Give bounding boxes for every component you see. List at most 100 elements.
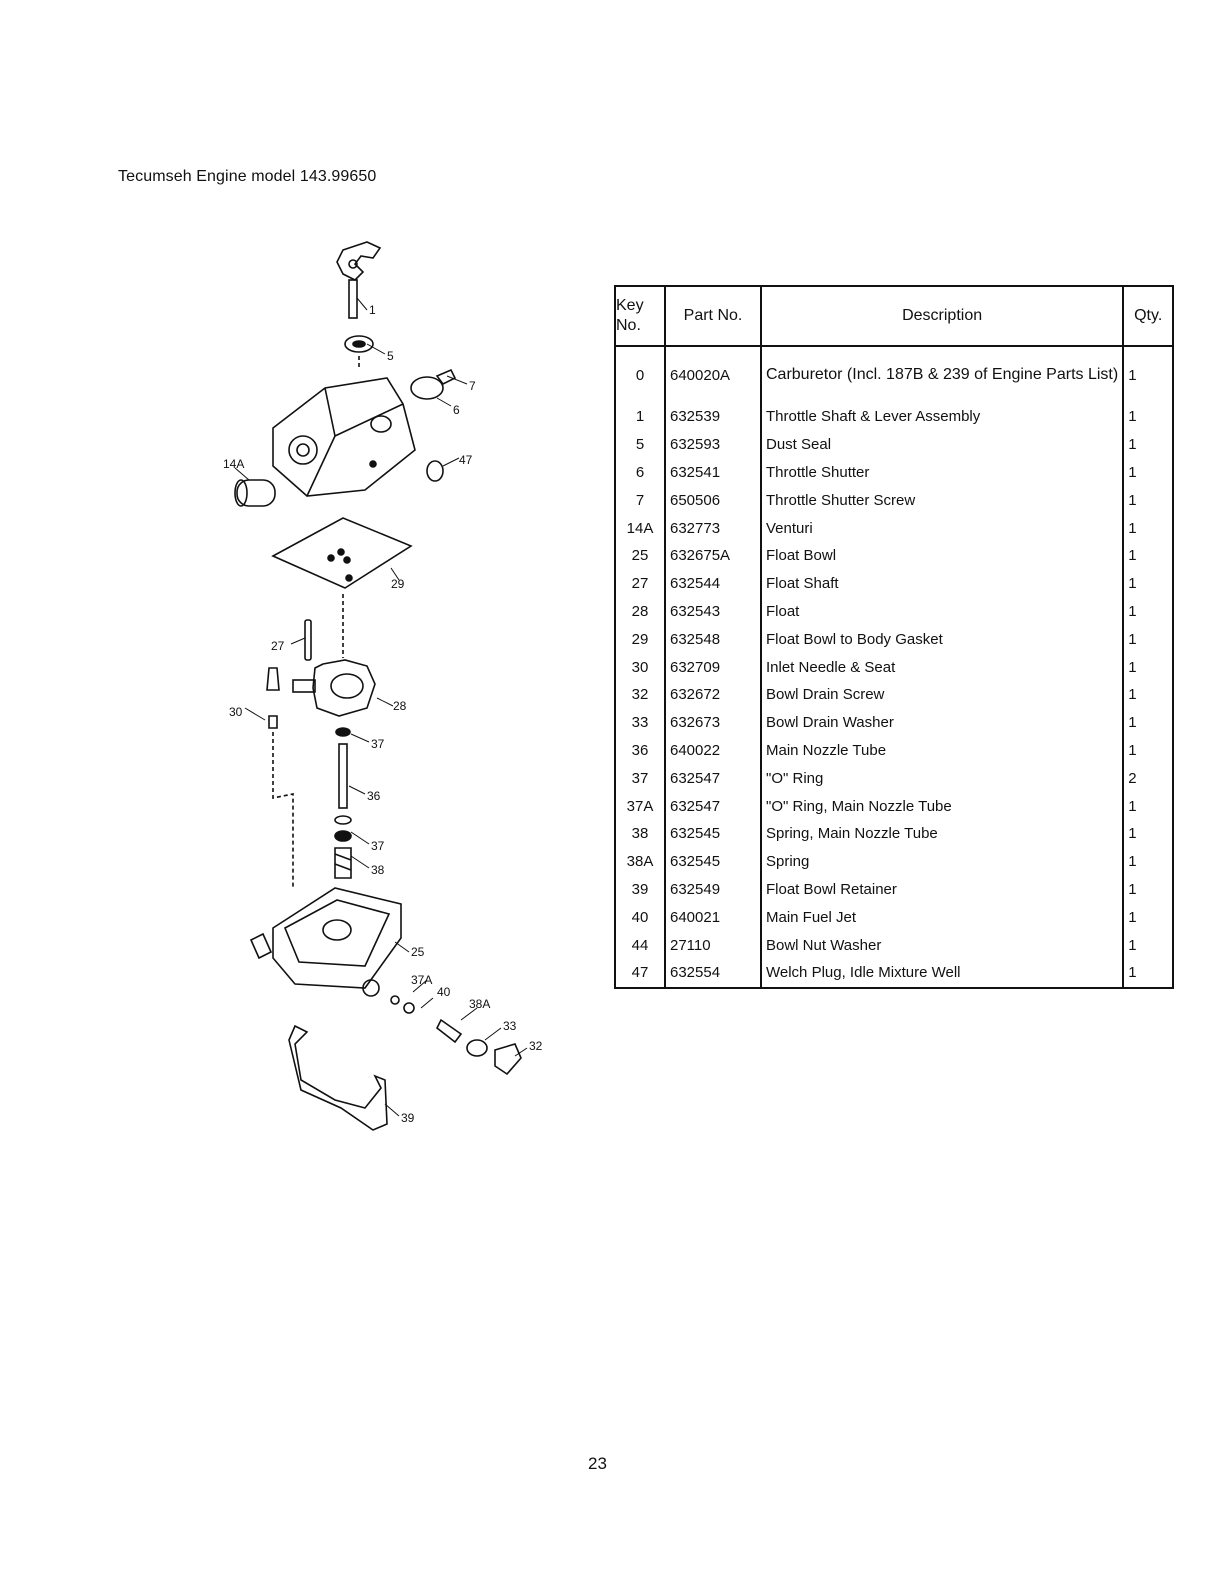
cell-qty: 1 — [1122, 847, 1175, 876]
table-row: 28 632543 Float 1 — [614, 597, 1175, 626]
float-bowl-retainer-part — [288, 1024, 388, 1131]
callout-5: 5 — [387, 349, 394, 363]
cell-key: 0 — [614, 346, 666, 403]
callout-27: 27 — [271, 639, 285, 653]
cell-qty: 1 — [1122, 958, 1175, 989]
parts-list-table: Key No. Part No. Description Qty. 0 6400… — [614, 285, 1175, 989]
cell-description: Bowl Drain Screw — [759, 680, 1125, 709]
drain-parts — [390, 995, 522, 1076]
cell-part: 632547 — [664, 764, 762, 793]
cell-key: 37A — [614, 792, 666, 820]
cell-description: Venturi — [759, 514, 1125, 542]
cell-qty: 1 — [1122, 430, 1175, 459]
cell-qty: 1 — [1122, 346, 1175, 403]
cell-description: Float Shaft — [759, 569, 1125, 598]
callout-1: 1 — [369, 303, 376, 317]
gasket-part — [271, 517, 413, 589]
cell-key: 7 — [614, 486, 666, 515]
cell-part: 27110 — [664, 931, 762, 959]
callout-36: 36 — [367, 789, 381, 803]
table-header-row: Key No. Part No. Description Qty. — [614, 285, 1175, 347]
cell-description: Main Fuel Jet — [759, 903, 1125, 932]
callout-6: 6 — [453, 403, 460, 417]
cell-description: Float — [759, 597, 1125, 626]
cell-description: Bowl Nut Washer — [759, 931, 1125, 959]
callout-37-lower: 37 — [371, 839, 385, 853]
cell-part: 632543 — [664, 597, 762, 626]
cell-qty: 1 — [1122, 597, 1175, 626]
cell-qty: 1 — [1122, 680, 1175, 709]
table-row: 38A 632545 Spring 1 — [614, 847, 1175, 876]
cell-key: 28 — [614, 597, 666, 626]
carburetor-body-part — [272, 377, 416, 497]
inlet-needle-part — [266, 667, 294, 888]
cell-qty: 1 — [1122, 708, 1175, 737]
cell-description: Welch Plug, Idle Mixture Well — [759, 958, 1125, 989]
cell-part: 632541 — [664, 458, 762, 487]
header-description: Description — [759, 285, 1125, 347]
cell-description: Float Bowl to Body Gasket — [759, 625, 1125, 654]
callout-37a: 37A — [411, 973, 432, 987]
cell-qty: 1 — [1122, 541, 1175, 570]
cell-part: 632773 — [664, 514, 762, 542]
table-row: 33 632673 Bowl Drain Washer 1 — [614, 708, 1175, 737]
table-row: 47 632554 Welch Plug, Idle Mixture Well … — [614, 958, 1175, 989]
cell-description: Throttle Shutter — [759, 458, 1125, 487]
cell-key: 14A — [614, 514, 666, 542]
cell-description: Float Bowl Retainer — [759, 875, 1125, 904]
main-nozzle-parts — [334, 727, 352, 879]
header-key-no: Key No. — [614, 285, 666, 347]
callout-30: 30 — [229, 705, 243, 719]
table-row: 0 640020A Carburetor (Incl. 187B & 239 o… — [614, 346, 1175, 403]
callout-38a: 38A — [469, 997, 490, 1011]
cell-qty: 1 — [1122, 569, 1175, 598]
cell-key: 5 — [614, 430, 666, 459]
cell-part: 640021 — [664, 903, 762, 932]
cell-key: 36 — [614, 736, 666, 765]
cell-description: Dust Seal — [759, 430, 1125, 459]
table-row: 5 632593 Dust Seal 1 — [614, 430, 1175, 459]
callout-33: 33 — [503, 1019, 517, 1033]
cell-qty: 1 — [1122, 403, 1175, 431]
float-part — [292, 659, 376, 717]
table-row: 27 632544 Float Shaft 1 — [614, 569, 1175, 598]
table-row: 36 640022 Main Nozzle Tube 1 — [614, 736, 1175, 765]
cell-part: 640022 — [664, 736, 762, 765]
callout-28: 28 — [393, 699, 407, 713]
cell-key: 29 — [614, 625, 666, 654]
callout-7: 7 — [469, 379, 476, 393]
cell-part: 632672 — [664, 680, 762, 709]
cell-part: 632709 — [664, 653, 762, 681]
cell-qty: 1 — [1122, 875, 1175, 904]
page-heading: Tecumseh Engine model 143.99650 — [118, 168, 377, 185]
cell-qty: 1 — [1122, 931, 1175, 959]
cell-description: Throttle Shaft & Lever Assembly — [759, 403, 1125, 431]
dust-seal-part — [344, 335, 374, 353]
cell-key: 37 — [614, 764, 666, 793]
cell-key: 38 — [614, 819, 666, 848]
table-row: 40 640021 Main Fuel Jet 1 — [614, 903, 1175, 932]
cell-qty: 1 — [1122, 458, 1175, 487]
cell-key: 38A — [614, 847, 666, 876]
cell-description: Spring — [759, 847, 1125, 876]
cell-description: Throttle Shutter Screw — [759, 486, 1125, 515]
table-row: 14A 632773 Venturi 1 — [614, 514, 1175, 542]
cell-part: 632539 — [664, 403, 762, 431]
welch-plug-part — [426, 460, 444, 482]
cell-key: 27 — [614, 569, 666, 598]
cell-part: 632545 — [664, 847, 762, 876]
cell-description: "O" Ring, Main Nozzle Tube — [759, 792, 1125, 820]
carburetor-exploded-diagram: 1 5 7 6 14A 47 29 27 28 30 37 36 37 38 2… — [215, 228, 575, 1168]
callout-47: 47 — [459, 453, 473, 467]
float-shaft-part — [304, 619, 312, 661]
table-row: 37 632547 "O" Ring 2 — [614, 764, 1175, 793]
callout-25: 25 — [411, 945, 425, 959]
cell-part: 632673 — [664, 708, 762, 737]
callout-38: 38 — [371, 863, 385, 877]
cell-key: 32 — [614, 680, 666, 709]
cell-key: 33 — [614, 708, 666, 737]
table-row: 29 632548 Float Bowl to Body Gasket 1 — [614, 625, 1175, 654]
cell-part: 632593 — [664, 430, 762, 459]
cell-part: 632544 — [664, 569, 762, 598]
cell-key: 6 — [614, 458, 666, 487]
